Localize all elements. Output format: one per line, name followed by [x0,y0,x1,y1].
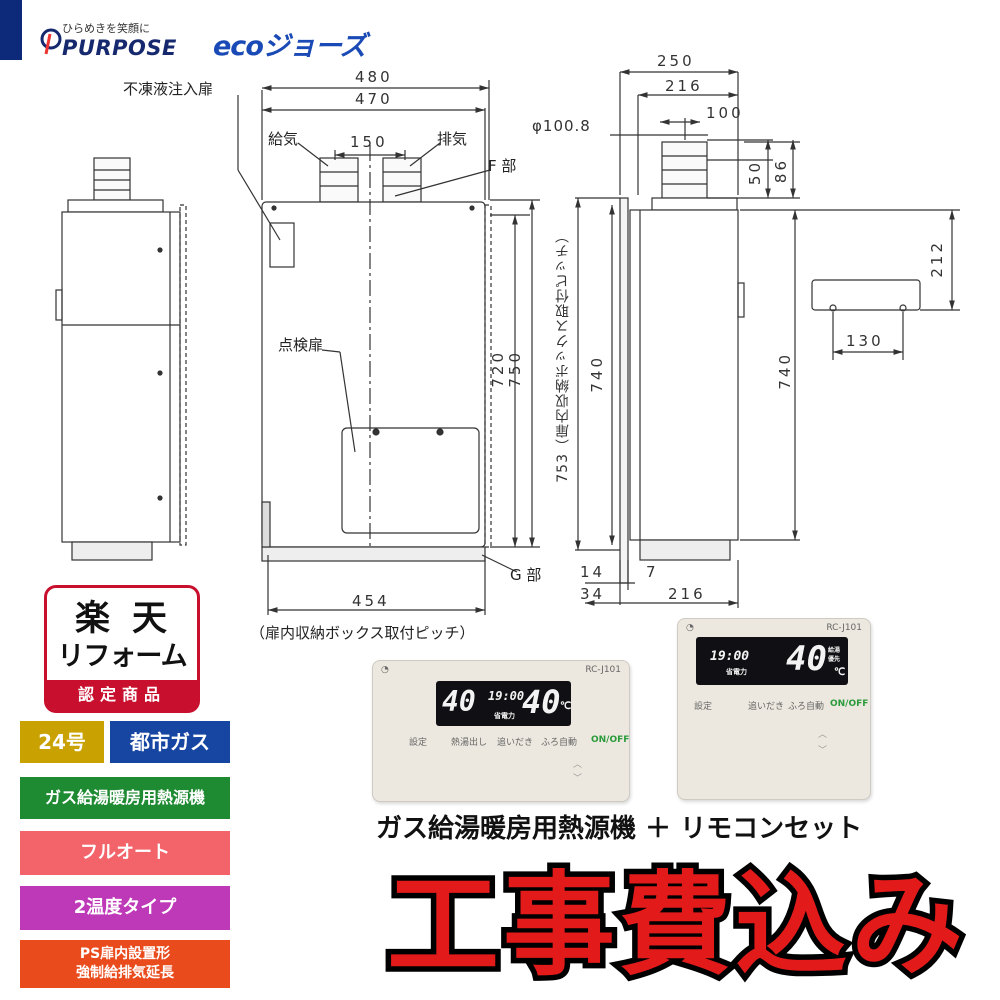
bath-btn-onoff[interactable]: ON/OFF [830,699,869,709]
kitchen-remote-logo-icon: ◔ [381,665,389,675]
bath-remote-screen: 19:00 40 ℃ 省電力 給湯 優先 [696,637,848,685]
dim-front-width-outer: 480 [355,68,393,86]
kitchen-btn-setting[interactable]: 設定 [409,738,428,748]
dim-14: 14 [580,563,606,581]
right-side-view [575,69,960,608]
kitchen-time: 19:00 [488,689,525,703]
bath-mode-label: 給湯 優先 [828,647,841,663]
bath-remote-model: RC-J101 [826,623,862,633]
dim-front-height-inner: 720 [489,350,507,388]
bath-btn-auto[interactable]: ふろ自動 [788,702,825,712]
bath-time: 19:00 [710,649,750,664]
certified-label: 認定商品 [47,680,197,710]
kitchen-remote-screen: 40 19:00 40 ℃ 省電力 [436,681,571,726]
reform-label: リフォーム [57,641,187,672]
dim-side-depth-bottom: 216 [668,585,706,603]
dim-mount-height: 753（扉内収納ボックス取付ピッチ） [555,228,571,483]
dim-34: 34 [580,585,606,603]
label-f-part: F 部 [488,157,517,175]
dim-86: 86 [772,158,790,184]
install-line-2: 強制給排気延長 [76,965,174,981]
label-antifreeze-door: 不凍液注入扉 [123,80,214,98]
kitchen-btn-pour[interactable]: 熱湯出し [451,738,488,748]
dim-side-depth-inner: 216 [665,77,703,95]
label-g-part: G 部 [510,566,542,584]
big-title: 工事費込み [382,856,969,993]
kitchen-remote-model: RC-J101 [585,665,621,675]
label-inspection-door: 点検扉 [278,336,324,354]
front-view [237,80,540,615]
kitchen-remote: ◔ RC-J101 40 19:00 40 ℃ 省電力 設定 熱湯出し 追いだき… [372,660,630,802]
dim-212: 212 [928,240,946,278]
kitchen-temp-unit: ℃ [560,701,572,712]
kitchen-temp: 40 [522,683,561,721]
dim-pipe-diameter: φ100.8 [532,117,591,135]
dim-7: 7 [646,563,659,581]
dimension-drawing [55,69,960,615]
temp-type-badge: 2温度タイプ [20,886,230,930]
big-title-text: 工事費込み [387,861,967,991]
rakuten-reform-badge: 楽天 リフォーム 認定商品 [44,585,200,713]
left-side-view [55,157,187,561]
dim-130: 130 [846,332,884,350]
mode-badge: フルオート [20,831,230,875]
dim-front-width-inner: 470 [355,90,393,108]
dim-pipe-spacing: 150 [350,133,388,151]
kitchen-down-arrow-icon[interactable]: ﹀ [573,774,583,784]
label-intake: 給気 [268,130,299,148]
mount-pitch-note: （扉内収納ボックス取付ピッチ） [250,624,475,642]
kitchen-up-arrow-icon[interactable]: ︿ [573,760,583,770]
bath-power-label: 省電力 [726,668,747,676]
rakuten-label: 楽天 [74,599,189,639]
dim-side-depth-outer: 250 [657,52,695,70]
bath-up-arrow-icon[interactable]: ︿ [818,730,828,740]
bath-temp: 40 [786,639,827,679]
bath-temp-unit: ℃ [834,667,846,678]
kitchen-power-label: 省電力 [494,712,515,720]
kitchen-bath-level: 40 [442,685,476,718]
label-exhaust: 排気 [437,130,468,148]
dim-mount-width: 454 [352,592,390,610]
install-line-1: PS扉内設置形 [79,946,171,962]
dim-side-height-left: 740 [588,355,606,393]
kitchen-btn-reheat[interactable]: 追いだき [497,738,534,748]
bath-remote-logo-icon: ◔ [686,623,694,633]
size-badge: 24号 [20,721,104,763]
product-headline: ガス給湯暖房用熱源機 ＋ リモコンセット [376,814,863,844]
brand-tagline: ひらめきを笑顔に [62,22,150,35]
dim-pipe-offset: 100 [706,104,744,122]
dim-front-height-outer: 750 [506,350,524,388]
bath-remote: ◔ RC-J101 19:00 40 ℃ 省電力 給湯 優先 設定 追いだき ふ… [677,618,871,800]
dim-side-height-right: 740 [776,352,794,390]
kitchen-btn-auto[interactable]: ふろ自動 [541,738,578,748]
dim-50: 50 [746,160,764,186]
purpose-logo-icon [40,28,62,55]
brand-name: PURPOSE [62,36,177,60]
bath-down-arrow-icon[interactable]: ﹀ [818,746,828,756]
kitchen-btn-onoff[interactable]: ON/OFF [591,735,630,745]
bath-btn-reheat[interactable]: 追いだき [748,702,785,712]
bath-btn-setting[interactable]: 設定 [694,702,713,712]
install-type-badge: PS扉内設置形 強制給排気延長 [20,940,230,988]
eco-jozu-logo: ecoジョーズ [213,31,367,62]
corner-accent-bar [0,0,22,60]
category-badge: ガス給湯暖房用熱源機 [20,777,230,819]
gas-type-badge: 都市ガス [110,721,230,763]
